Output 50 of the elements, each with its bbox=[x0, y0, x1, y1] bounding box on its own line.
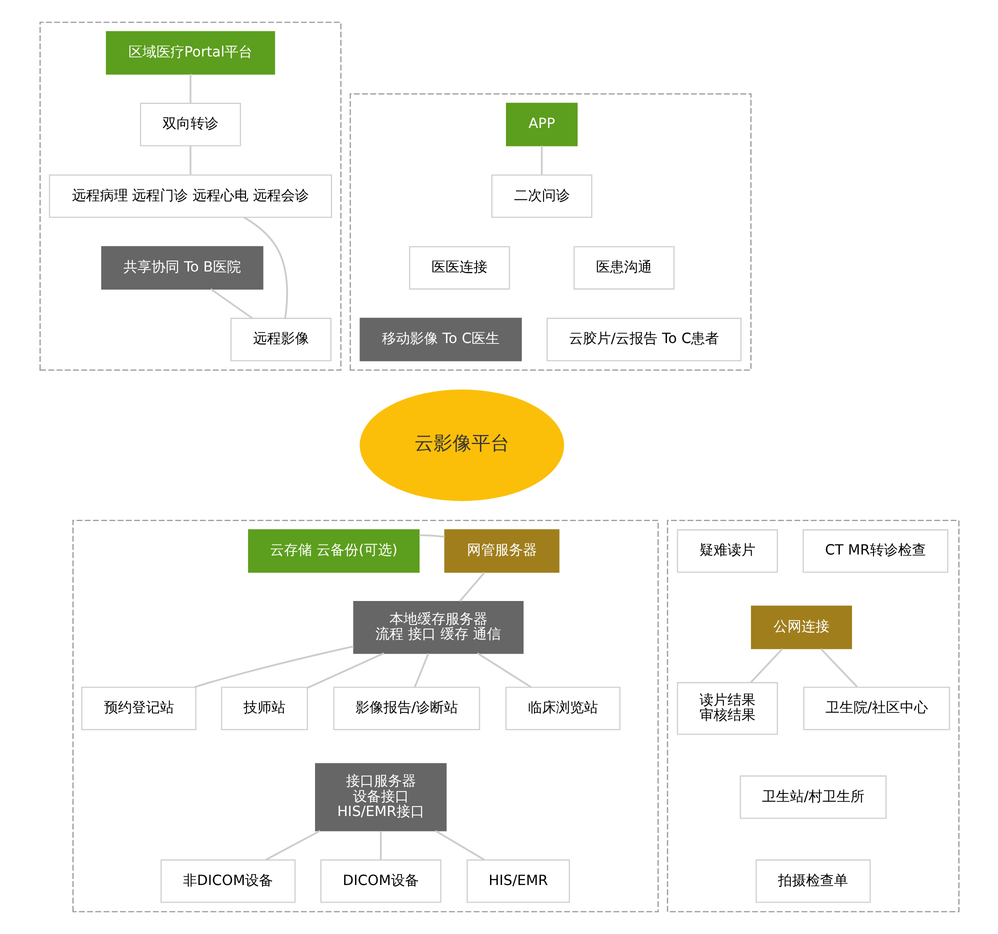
connector bbox=[379, 831, 382, 860]
connector bbox=[434, 830, 484, 861]
node-box: 公网连接 bbox=[750, 606, 852, 650]
node-box: CT MR转诊检查 bbox=[802, 529, 948, 573]
connector bbox=[189, 74, 191, 104]
node-box: 二次问诊 bbox=[490, 174, 592, 218]
node-ellipse: 云影像平台 bbox=[359, 389, 564, 502]
node-box: 预约登记站 bbox=[80, 686, 196, 730]
connector bbox=[750, 648, 783, 683]
node-box: 接口服务器 设备接口 HIS/EMR接口 bbox=[314, 763, 446, 832]
node-box: 疑难读片 bbox=[676, 529, 778, 573]
node-box: 网管服务器 bbox=[444, 529, 559, 573]
node-box: 影像报告/诊断站 bbox=[332, 686, 480, 730]
node-box: 医患沟通 bbox=[573, 246, 674, 290]
cluster bbox=[666, 520, 959, 912]
node-box: 远程影像 bbox=[230, 318, 331, 362]
node-box: HIS/EMR bbox=[466, 859, 570, 903]
connector bbox=[210, 288, 252, 320]
node-box: 临床浏览站 bbox=[504, 686, 620, 730]
node-box: 区域医疗Portal平台 bbox=[105, 31, 275, 75]
connector bbox=[194, 645, 354, 688]
node-box: 云存储 云备份(可选) bbox=[248, 529, 420, 573]
connector bbox=[458, 572, 485, 602]
node-box: 非DICOM设备 bbox=[160, 859, 296, 903]
node-box: 云胶片/云报告 To C患者 bbox=[546, 318, 742, 362]
node-box: 移动影像 To C医生 bbox=[359, 318, 522, 362]
connector bbox=[414, 653, 429, 688]
node-box: 拍摄检查单 bbox=[755, 859, 870, 903]
node-box: 卫生院/社区中心 bbox=[802, 686, 950, 730]
node-box: 技师站 bbox=[220, 686, 308, 730]
connector bbox=[476, 652, 532, 688]
connector bbox=[418, 534, 444, 538]
cluster bbox=[349, 93, 752, 371]
connector bbox=[243, 216, 288, 318]
cluster bbox=[39, 22, 341, 371]
node-box: 读片结果 审核结果 bbox=[676, 682, 778, 735]
connector bbox=[820, 648, 858, 688]
node-box: 医医连接 bbox=[408, 246, 510, 290]
connector bbox=[264, 830, 320, 861]
connector bbox=[540, 146, 542, 175]
node-box: 双向转诊 bbox=[139, 102, 241, 146]
node-box: 远程病理 远程门诊 远程心电 远程会诊 bbox=[48, 174, 332, 218]
node-box: 本地缓存服务器 流程 接口 缓存 通信 bbox=[352, 600, 524, 654]
connector bbox=[306, 652, 384, 688]
node-box: 共享协同 To B医院 bbox=[100, 246, 263, 290]
node-box: APP bbox=[505, 102, 578, 146]
node-box: DICOM设备 bbox=[320, 859, 441, 903]
connector bbox=[189, 146, 191, 175]
node-box: 卫生站/村卫生所 bbox=[739, 775, 886, 819]
cluster bbox=[72, 520, 658, 912]
